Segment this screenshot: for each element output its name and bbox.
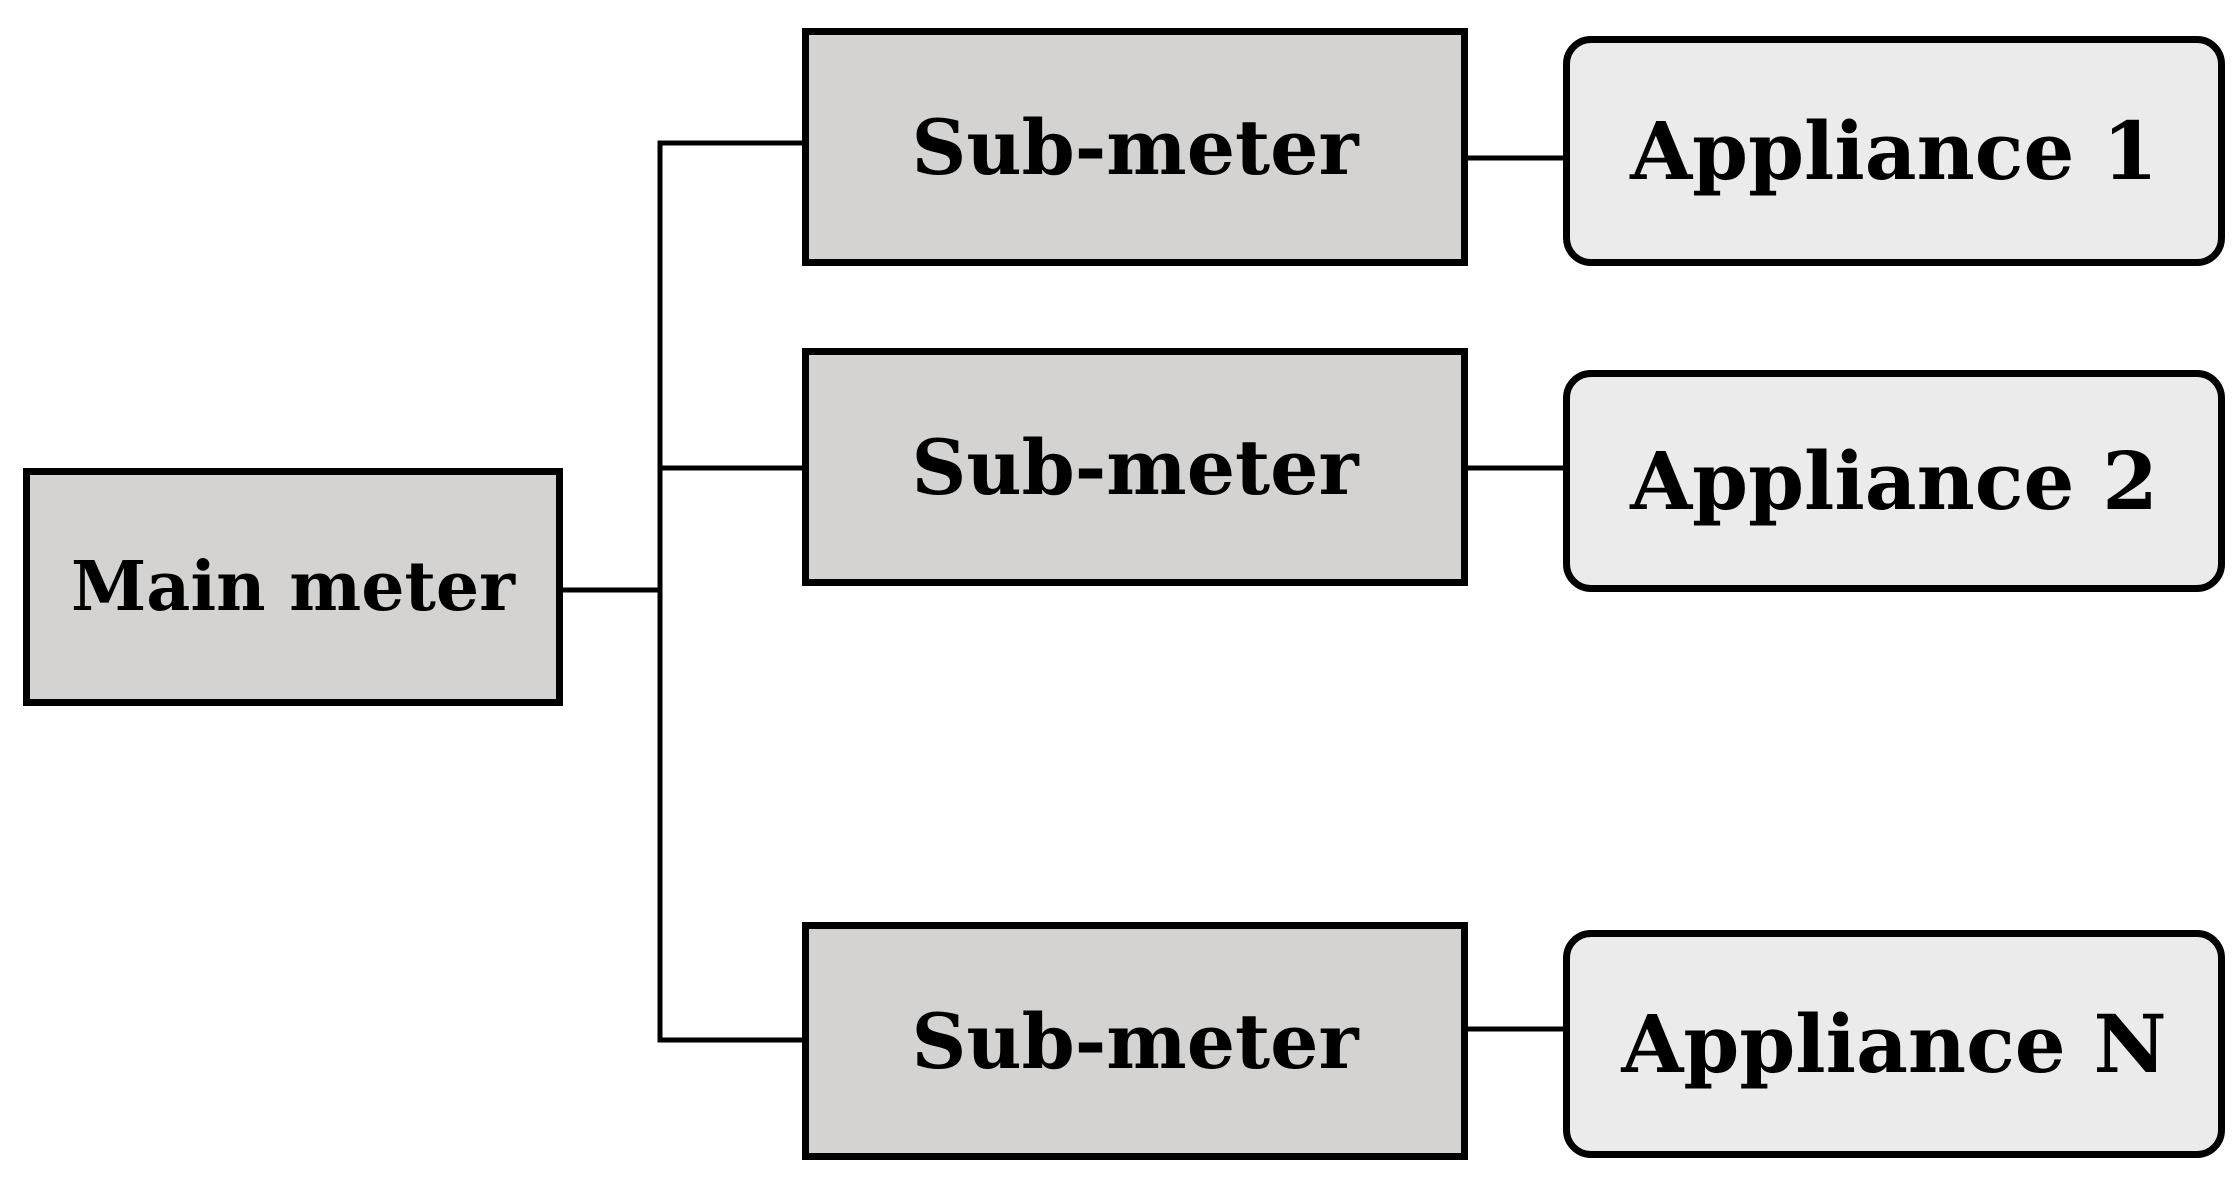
sub-meter-label: Sub-meter [911, 102, 1359, 192]
appliance-label: Appliance 1 [1630, 104, 2158, 198]
appliance-box: Appliance N [1563, 930, 2225, 1158]
appliance-box: Appliance 1 [1563, 36, 2225, 266]
appliance-label: Appliance N [1621, 997, 2167, 1091]
appliance-box: Appliance 2 [1563, 370, 2225, 592]
sub-meter-box: Sub-meter [802, 348, 1468, 586]
main-meter-box: Main meter [23, 468, 563, 706]
sub-meter-box: Sub-meter [802, 922, 1468, 1160]
appliance-label: Appliance 2 [1630, 434, 2158, 528]
sub-meter-label: Sub-meter [911, 422, 1359, 512]
sub-meter-label: Sub-meter [911, 996, 1359, 1086]
sub-meter-box: Sub-meter [802, 28, 1468, 266]
main-meter-label: Main meter [71, 547, 515, 627]
